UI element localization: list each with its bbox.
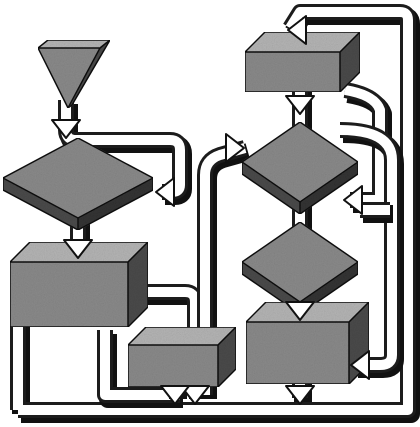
process-1-box: [10, 242, 154, 333]
process-bottom-right-box-front: [246, 322, 349, 384]
process-2-box-front: [128, 345, 218, 387]
process-2-box: [128, 327, 242, 393]
decision-right-2-diamond-top: [242, 222, 358, 302]
start-triangle: [38, 40, 110, 108]
process-1-box-front: [10, 262, 128, 327]
start-triangle-front: [38, 48, 100, 108]
flowchart-shapes: [3, 32, 375, 393]
start-triangle-top: [38, 40, 110, 48]
pipe-right-loop-3: [360, 210, 393, 214]
process-top-right-box-front: [245, 52, 340, 92]
process-bottom-right-box: [246, 302, 375, 390]
decision-right-2-diamond: [242, 222, 358, 314]
